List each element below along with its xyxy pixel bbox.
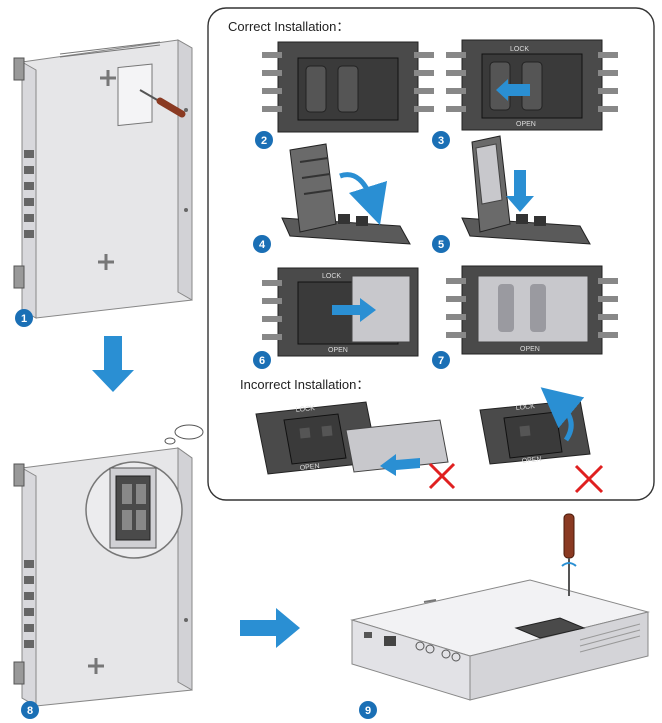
sim-holder-step3: LOCK OPEN — [446, 39, 618, 131]
incorrect-installation-title: Incorrect Installation： — [240, 377, 369, 392]
step-badge-9: 9 — [359, 701, 377, 719]
sim-holder-step2 — [262, 41, 434, 133]
blue-arrow-icon — [380, 454, 420, 476]
svg-text:6: 6 — [259, 355, 265, 367]
sim-holder-step5 — [461, 135, 591, 245]
svg-text:3: 3 — [438, 135, 444, 147]
wrong-holder-right: LOCK OPEN — [479, 387, 591, 465]
red-cross-icon — [428, 462, 456, 490]
red-cross-icon — [574, 464, 604, 494]
step-badge-1: 1 — [15, 309, 33, 327]
step-badge-6: 6 — [253, 351, 271, 369]
svg-text:4: 4 — [259, 239, 266, 251]
open-label: OPEN — [516, 121, 536, 128]
lock-label: LOCK — [295, 405, 315, 414]
screwdriver-icon — [563, 513, 575, 559]
blue-arrow-icon — [339, 172, 388, 226]
svg-text:5: 5 — [438, 239, 444, 251]
sim-holder-step6: LOCK OPEN — [262, 267, 419, 357]
step-badge-3: 3 — [432, 131, 450, 149]
device-panel-step8 — [13, 447, 193, 707]
open-label: OPEN — [521, 456, 541, 465]
blue-arrow-icon — [496, 79, 530, 101]
blue-arrow-icon — [92, 336, 134, 392]
step-badge-7: 7 — [432, 351, 450, 369]
lock-label: LOCK — [510, 46, 529, 53]
svg-text:8: 8 — [27, 705, 33, 717]
screwdriver-icon — [156, 97, 186, 118]
blue-arrow-icon — [332, 298, 376, 322]
step-badge-2: 2 — [255, 131, 273, 149]
step-badge-8: 8 — [21, 701, 39, 719]
bubble — [174, 424, 204, 440]
lock-label: LOCK — [322, 273, 341, 280]
device-panel-step1 — [13, 39, 193, 319]
blue-arrow-icon — [540, 387, 585, 442]
device-step9 — [350, 513, 650, 701]
step-badge-5: 5 — [432, 235, 450, 253]
step-number: 1 — [21, 313, 27, 325]
lock-label: LOCK — [515, 403, 535, 412]
sim-holder-step7: OPEN — [446, 265, 618, 355]
sim-holder-step4 — [281, 143, 411, 245]
svg-text:2: 2 — [261, 135, 267, 147]
blue-arrow-icon — [506, 170, 534, 212]
svg-text:9: 9 — [365, 705, 371, 717]
blue-arrow-icon — [240, 608, 300, 648]
open-label: OPEN — [328, 347, 348, 354]
bubble — [164, 437, 176, 445]
wrong-holder-left: LOCK OPEN — [255, 401, 449, 476]
step-badge-4: 4 — [253, 235, 271, 253]
svg-text:7: 7 — [438, 355, 444, 367]
open-label: OPEN — [520, 346, 540, 353]
open-label: OPEN — [299, 463, 319, 472]
correct-installation-title: Correct Installation： — [228, 19, 349, 34]
